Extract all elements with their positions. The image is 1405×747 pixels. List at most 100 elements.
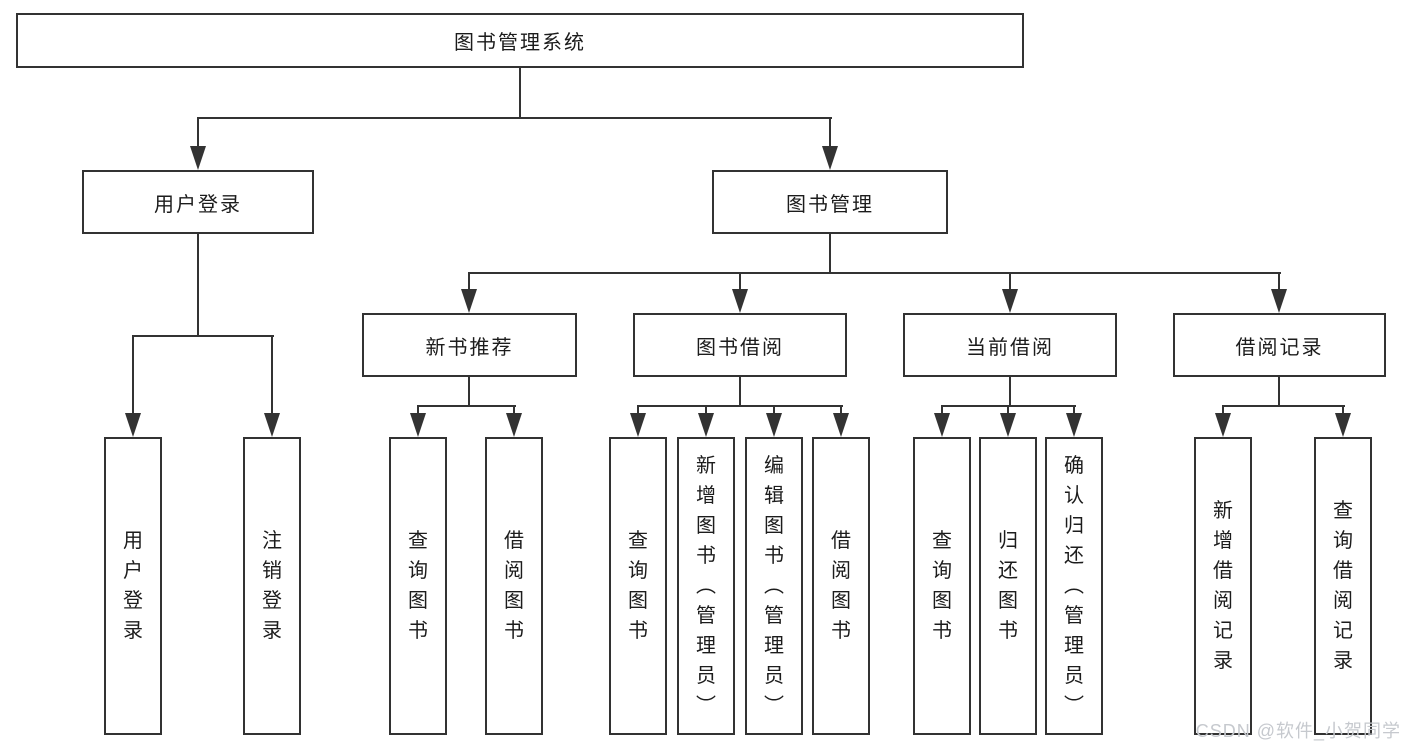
vertical-glyph: 登 xyxy=(262,590,282,612)
arrow-down-icon xyxy=(934,413,950,437)
vertical-glyph: 书 xyxy=(932,620,952,642)
node-label: 借阅记录 xyxy=(1235,336,1324,359)
node-label: 用户登录 xyxy=(154,193,242,216)
leaf-query-books-current: 查询图书 xyxy=(913,437,971,735)
connector-line xyxy=(1342,405,1344,417)
vertical-glyph: ︵ xyxy=(1064,575,1084,597)
arrow-down-icon xyxy=(1000,413,1016,437)
connector-line xyxy=(519,68,521,119)
arrow-down-icon xyxy=(732,289,748,313)
connector-line xyxy=(1222,405,1345,407)
connector-line xyxy=(417,405,516,407)
vertical-glyph: 用 xyxy=(123,530,143,552)
vertical-glyph: 借 xyxy=(504,530,524,552)
node-current-borrowing: 当前借阅 xyxy=(903,313,1117,377)
connector-line xyxy=(197,234,199,337)
node-label: 新书推荐 xyxy=(425,336,514,359)
vertical-glyph: ︶ xyxy=(696,695,716,717)
connector-line xyxy=(739,377,741,407)
vertical-glyph: 归 xyxy=(1064,515,1084,537)
vertical-glyph: ︶ xyxy=(764,695,784,717)
vertical-glyph: 录 xyxy=(123,620,143,642)
node-borrow-records: 借阅记录 xyxy=(1173,313,1386,377)
connector-line xyxy=(829,234,831,274)
vertical-glyph: 员 xyxy=(696,665,716,687)
vertical-glyph: 借 xyxy=(1213,560,1233,582)
connector-line xyxy=(468,272,1281,274)
vertical-glyph: 询 xyxy=(1333,530,1353,552)
vertical-glyph: 增 xyxy=(1213,530,1233,552)
vertical-glyph: 注 xyxy=(262,530,282,552)
node-library-management-system: 图书管理系统 xyxy=(16,13,1024,68)
vertical-glyph: 员 xyxy=(764,665,784,687)
connector-line xyxy=(1073,405,1075,417)
arrow-down-icon xyxy=(1215,413,1231,437)
connector-line xyxy=(197,117,199,150)
vertical-glyph: 录 xyxy=(262,620,282,642)
vertical-glyph: 询 xyxy=(628,560,648,582)
connector-line xyxy=(1278,377,1280,407)
csdn-watermark: CSDN @软件_小贺同学 xyxy=(1195,721,1401,741)
arrow-down-icon xyxy=(1002,289,1018,313)
vertical-glyph: 借 xyxy=(1333,560,1353,582)
vertical-glyph: 录 xyxy=(1213,650,1233,672)
leaf-edit-book-admin: 编辑图书︵管理员︶ xyxy=(745,437,803,735)
vertical-glyph: 图 xyxy=(998,590,1018,612)
vertical-glyph: 书 xyxy=(408,620,428,642)
vertical-glyph: 销 xyxy=(262,560,282,582)
connector-line xyxy=(739,272,741,293)
connector-line xyxy=(1009,377,1011,407)
vertical-glyph: 查 xyxy=(408,530,428,552)
leaf-add-book-admin: 新增图书︵管理员︶ xyxy=(677,437,735,735)
arrow-down-icon xyxy=(190,146,206,170)
arrow-down-icon xyxy=(506,413,522,437)
node-book-management: 图书管理 xyxy=(712,170,948,234)
vertical-glyph: 新 xyxy=(1213,500,1233,522)
vertical-glyph: 查 xyxy=(932,530,952,552)
vertical-glyph: ︵ xyxy=(696,575,716,597)
node-label: 图书管理 xyxy=(786,193,874,216)
leaf-borrow-books-recommend: 借阅图书 xyxy=(485,437,543,735)
connector-line xyxy=(1009,272,1011,293)
vertical-glyph: 图 xyxy=(831,590,851,612)
vertical-glyph: 理 xyxy=(1064,635,1084,657)
vertical-glyph: 图 xyxy=(932,590,952,612)
arrow-down-icon xyxy=(822,146,838,170)
vertical-glyph: 编 xyxy=(764,455,784,477)
vertical-glyph: 阅 xyxy=(1213,590,1233,612)
vertical-glyph: 理 xyxy=(696,635,716,657)
connector-line xyxy=(637,405,843,407)
vertical-glyph: 管 xyxy=(696,605,716,627)
leaf-query-books-recommend: 查询图书 xyxy=(389,437,447,735)
arrow-down-icon xyxy=(125,413,141,437)
connector-line xyxy=(829,117,831,150)
vertical-glyph: 书 xyxy=(831,620,851,642)
arrow-down-icon xyxy=(264,413,280,437)
vertical-glyph: 书 xyxy=(504,620,524,642)
leaf-confirm-return-admin: 确认归还︵管理员︶ xyxy=(1045,437,1103,735)
arrow-down-icon xyxy=(410,413,426,437)
node-new-book-recommend: 新书推荐 xyxy=(362,313,577,377)
leaf-return-book: 归还图书 xyxy=(979,437,1037,735)
vertical-glyph: 图 xyxy=(628,590,648,612)
vertical-glyph: 认 xyxy=(1064,485,1084,507)
leaf-borrow-books: 借阅图书 xyxy=(812,437,870,735)
connector-line xyxy=(468,272,470,293)
leaf-add-borrow-record: 新增借阅记录 xyxy=(1194,437,1252,735)
connector-line xyxy=(197,117,832,119)
connector-line xyxy=(637,405,639,417)
leaf-user-login: 用户登录 xyxy=(104,437,162,735)
node-user-login: 用户登录 xyxy=(82,170,314,234)
vertical-glyph: 归 xyxy=(998,530,1018,552)
vertical-glyph: 图 xyxy=(764,515,784,537)
connector-line xyxy=(132,335,274,337)
vertical-glyph: 查 xyxy=(1333,500,1353,522)
connector-line xyxy=(705,405,707,417)
vertical-glyph: 登 xyxy=(123,590,143,612)
arrow-down-icon xyxy=(1066,413,1082,437)
vertical-glyph: ︶ xyxy=(1064,695,1084,717)
connector-line xyxy=(417,405,419,417)
vertical-glyph: 员 xyxy=(1064,665,1084,687)
connector-line xyxy=(468,377,470,407)
